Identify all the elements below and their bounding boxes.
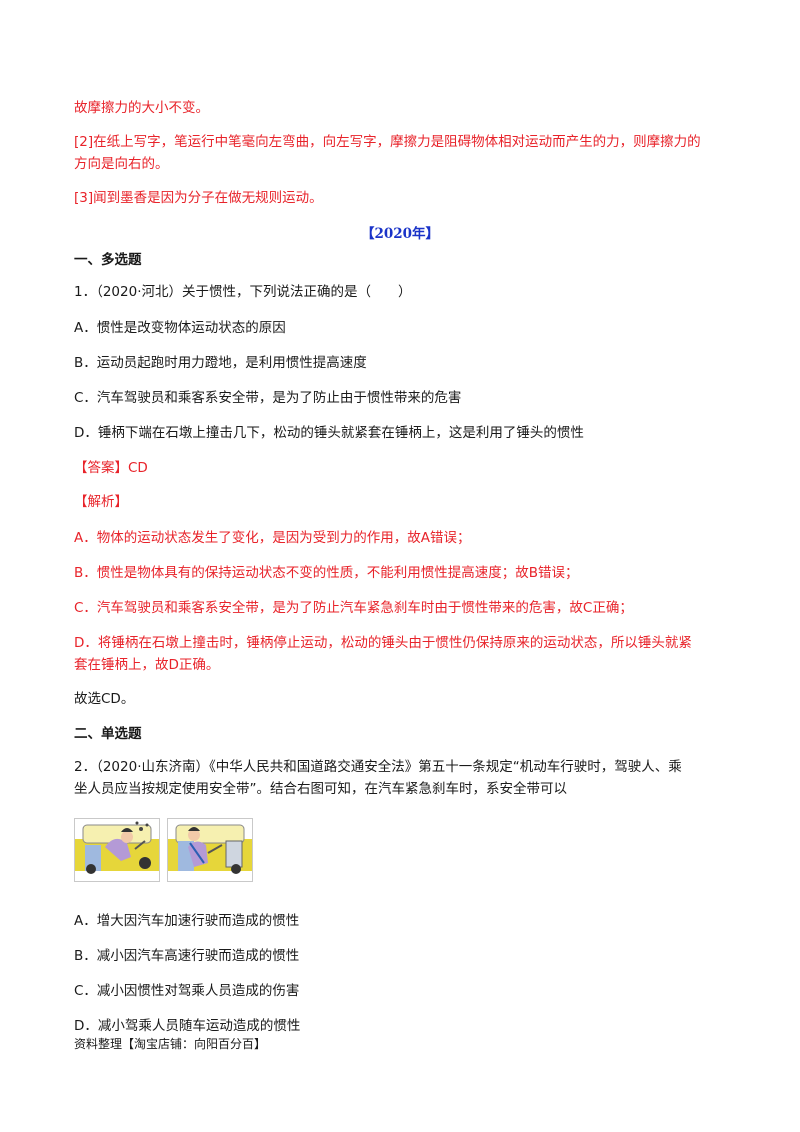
option-a: A．增大因汽车加速行驶而造成的惯性 bbox=[74, 913, 300, 929]
analysis-line: B．惯性是物体具有的保持运动状态不变的性质，不能利用惯性提高速度；故B错误； bbox=[74, 565, 579, 581]
option-c: C．减小因惯性对驾乘人员造成的伤害 bbox=[74, 983, 300, 999]
option-c: C．汽车驾驶员和乘客系安全带，是为了防止由于惯性带来的危害 bbox=[74, 390, 462, 406]
answer-line: 【答案】CD bbox=[74, 458, 148, 478]
option-b: B．运动员起跑时用力蹬地，是利用惯性提高速度 bbox=[74, 355, 367, 371]
option-a: A．惯性是改变物体运动状态的原因 bbox=[74, 320, 286, 336]
conclusion: 故选CD。 bbox=[74, 691, 135, 707]
analysis-label: 【解析】 bbox=[74, 494, 128, 510]
question-text: 1．（2020·河北）关于惯性，下列说法正确的是（ ） bbox=[74, 284, 412, 300]
explanation-line: [3]闻到墨香是因为分子在做无规则运动。 bbox=[74, 190, 323, 206]
explanation-line: 故摩擦力的大小不变。 bbox=[74, 100, 209, 116]
analysis-line: A．物体的运动状态发生了变化，是因为受到力的作用，故A错误； bbox=[74, 530, 471, 546]
analysis-line: 套在锤柄上，故D正确。 bbox=[74, 657, 220, 673]
option-b: B．减小因汽车高速行驶而造成的惯性 bbox=[74, 948, 300, 964]
explanation-line: 方向是向右的。 bbox=[74, 156, 169, 172]
explanation-line: [2]在纸上写字，笔运行中笔毫向左弯曲，向左写字，摩擦力是阻碍物体相对运动而产生… bbox=[74, 134, 701, 150]
analysis-line: D．将锤柄在石墩上撞击时，锤柄停止运动，松动的锤头由于惯性仍保持原来的运动状态，… bbox=[74, 635, 692, 651]
unbelted-driver-illustration bbox=[74, 818, 160, 882]
analysis-line: C．汽车驾驶员和乘客系安全带，是为了防止汽车紧急刹车时由于惯性带来的危害，故C正… bbox=[74, 600, 633, 616]
option-d: D．锤柄下端在石墩上撞击几下，松动的锤头就紧套在锤柄上，这是利用了锤头的惯性 bbox=[74, 425, 584, 441]
section-title: 一、多选题 bbox=[74, 252, 142, 268]
option-d: D．减小驾乘人员随车运动造成的惯性 bbox=[74, 1018, 301, 1034]
year-heading: 【2020年】 bbox=[360, 226, 440, 242]
belted-driver-illustration bbox=[167, 818, 253, 882]
footer-note: 资料整理【淘宝店铺：向阳百分百】 bbox=[74, 1037, 267, 1051]
answer-value: CD bbox=[128, 460, 148, 476]
question-text: 坐人员应当按规定使用安全带”。结合右图可知，在汽车紧急刹车时，系安全带可以 bbox=[74, 781, 567, 797]
answer-label: 【答案】 bbox=[74, 460, 128, 476]
section-title: 二、单选题 bbox=[74, 726, 142, 742]
question-text: 2．（2020·山东济南）《中华人民共和国道路交通安全法》第五十一条规定“机动车… bbox=[74, 759, 682, 775]
